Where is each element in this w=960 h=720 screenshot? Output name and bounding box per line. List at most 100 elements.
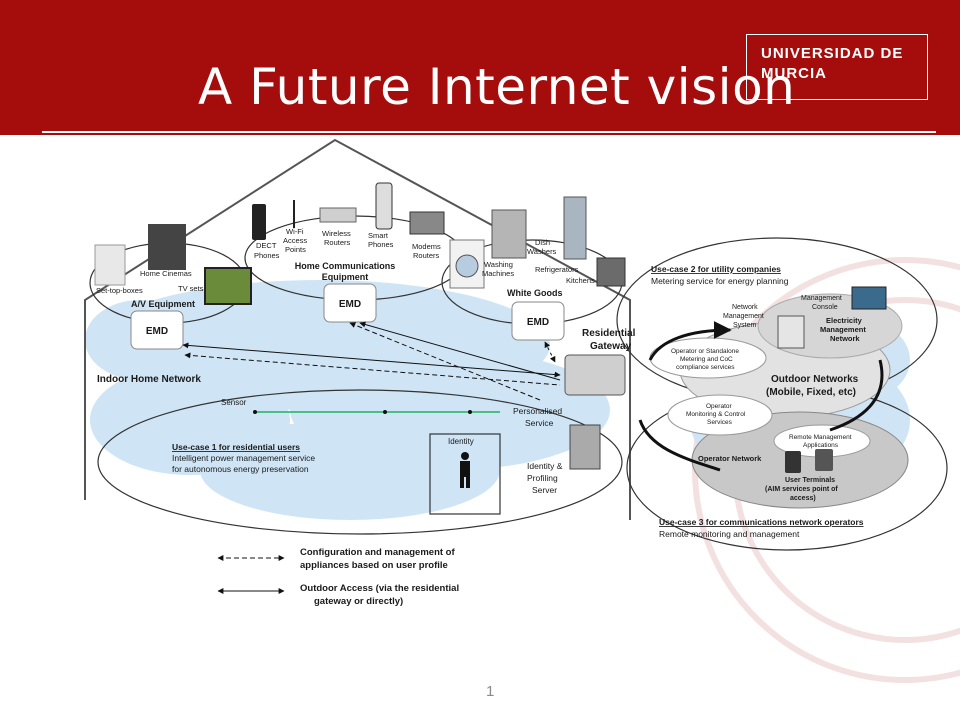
management-console-icon	[851, 286, 887, 310]
operator-monitoring-label-1: Operator	[706, 403, 732, 410]
use-case-3-line-1: Remote monitoring and management	[659, 529, 800, 539]
electricity-label-2: Management	[820, 325, 866, 334]
legend-dashed-label-2: appliances based on user profile	[300, 560, 448, 571]
wireless-router-icon	[319, 207, 357, 223]
mgmt-console-label-1: Management	[801, 295, 842, 302]
operator-metering-label-3: compliance services	[676, 364, 735, 371]
home-cinema-icon	[148, 224, 186, 270]
dish-label-1: Dish	[535, 238, 550, 247]
modems-label-1: Modems	[412, 242, 441, 251]
dish-label-2: Washers	[527, 247, 557, 256]
wifi-label-3: Points	[285, 245, 306, 254]
connection-arrows	[182, 321, 561, 401]
operator-monitoring-label-3: Services	[707, 419, 733, 426]
university-logo: UNIVERSIDAD DE MURCIA	[746, 34, 928, 100]
emd-box-comms	[323, 283, 377, 323]
personalised-service-label-2: Service	[525, 418, 554, 428]
identity-server-label-1: Identity &	[527, 461, 563, 471]
use-case-1-title: Use-case 1 for residential users	[172, 442, 300, 452]
emd-label-av: EMD	[146, 326, 168, 337]
sensor-dots	[253, 410, 472, 414]
user-terminal-icon-2	[815, 449, 833, 471]
person-icon	[460, 452, 470, 488]
wireless-label-2: Routers	[324, 238, 351, 247]
washing-machine-door-icon	[455, 254, 479, 278]
kitchen-oven-icon	[596, 257, 626, 287]
outdoor-cycle-arrow-2	[648, 321, 732, 361]
user-terminals-label-1: User Terminals	[785, 477, 835, 484]
smart-label-2: Phones	[368, 240, 394, 249]
network-mgmt-label-2: Management	[723, 313, 764, 320]
kitchens-label: Kitchens	[566, 276, 595, 285]
identity-label: Identity	[448, 437, 474, 446]
legend-solid-label-1: Outdoor Access (via the residential	[300, 583, 459, 594]
network-mgmt-label-3: System	[733, 322, 757, 329]
modems-label-2: Routers	[413, 251, 440, 260]
outdoor-networks-label-1: Outdoor Networks	[771, 374, 859, 385]
operator-monitoring-label-2: Monitoring & Control	[686, 411, 746, 418]
use-case-1-ellipse	[97, 389, 623, 535]
smart-phone-icon	[375, 182, 393, 230]
home-comms-title-1: Home Communications	[295, 261, 396, 271]
operator-metering-label-2: Metering and CoC	[680, 356, 733, 363]
refrigerator-icon	[563, 196, 587, 260]
smart-label-1: Smart	[368, 231, 389, 240]
wifi-label-1: Wi-Fi	[286, 227, 304, 236]
use-case-3-title: Use-case 3 for communications network op…	[659, 517, 864, 527]
device-icons	[94, 182, 887, 473]
slide-title: A Future Internet vision	[198, 58, 796, 116]
network-mgmt-label-1: Network	[732, 304, 758, 311]
identity-server-label-3: Server	[532, 485, 557, 495]
electricity-label-1: Electricity	[826, 316, 863, 325]
home-comms-title-2: Equipment	[322, 272, 369, 282]
washing-label-1: Washing	[484, 260, 513, 269]
network-management-box-icon	[777, 315, 805, 349]
emd-box-av	[130, 310, 184, 350]
logo-line-1: UNIVERSIDAD DE	[761, 45, 904, 62]
washing-label-2: Machines	[482, 269, 514, 278]
operator-metering-label-1: Operator or Standalone	[671, 348, 739, 355]
header-band	[0, 0, 960, 135]
emd-box-white	[511, 301, 565, 341]
tv-sets-label: TV sets	[178, 284, 204, 293]
emd-label-white: EMD	[527, 317, 549, 328]
tv-set-icon	[204, 267, 252, 305]
remote-mgmt-label-1: Remote Management	[789, 434, 852, 441]
gateway-device-icon	[564, 354, 626, 396]
indoor-home-network-label: Indoor Home Network	[97, 374, 201, 385]
operator-monitoring-oval	[667, 394, 773, 436]
legend-dashed-label-1: Configuration and management of	[300, 547, 455, 558]
use-case-1-line-2: for autonomous energy preservation	[172, 464, 309, 474]
set-top-box-icon	[94, 244, 126, 286]
emd-label-comms: EMD	[339, 299, 361, 310]
identity-server-label-2: Profiling	[527, 473, 558, 483]
outdoor-networks-label-2: (Mobile, Fixed, etc)	[766, 387, 856, 398]
refrigerators-label: Refrigerators	[535, 265, 579, 274]
use-case-1-line-1: Intelligent power management service	[172, 453, 315, 463]
operator-network-label: Operator Network	[698, 454, 762, 463]
use-case-2-title: Use-case 2 for utility companies	[651, 264, 781, 274]
use-case-2-line-1: Metering service for energy planning	[651, 276, 789, 286]
wireless-label-1: Wireless	[322, 229, 351, 238]
modem-router-icon	[409, 211, 445, 235]
electricity-label-3: Network	[830, 334, 860, 343]
user-terminal-icon-1	[785, 451, 801, 473]
user-terminals-label-3: access)	[790, 495, 816, 502]
logo-line-2: MURCIA	[761, 65, 827, 82]
sensor-label: Sensor	[221, 398, 247, 407]
white-goods-title: White Goods	[507, 288, 563, 298]
house-outline	[84, 138, 631, 520]
identity-server-icon	[569, 424, 601, 470]
residential-gateway-label-2: Gateway	[590, 341, 632, 352]
page-number: 1	[486, 683, 495, 700]
legend-solid-label-2: gateway or directly)	[314, 596, 403, 607]
dish-washer-icon	[491, 209, 527, 259]
dect-phone-icon	[252, 204, 266, 240]
title-rule	[42, 131, 936, 133]
identity-doorway	[429, 433, 501, 515]
wifi-label-2: Access	[283, 236, 307, 245]
av-equipment-title: A/V Equipment	[131, 299, 195, 309]
outdoor-cycle-arrow	[638, 359, 884, 472]
